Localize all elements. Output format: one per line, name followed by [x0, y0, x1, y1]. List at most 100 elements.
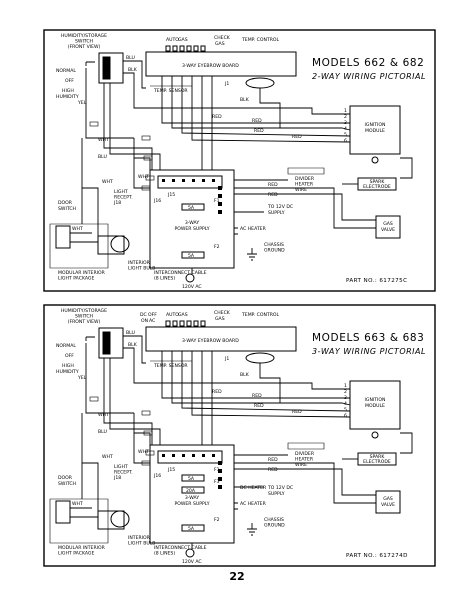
- humidity-switch: [98, 52, 124, 84]
- page-number: 22: [229, 570, 245, 583]
- ac-input-label: 120V AC: [182, 284, 202, 290]
- humidity-switch: [98, 327, 124, 359]
- wire-color-label: BLU: [126, 330, 135, 336]
- wire: [400, 432, 413, 454]
- ignition-terminal: 1: [344, 383, 347, 389]
- wire: [85, 61, 95, 66]
- ac-input-label: 120V AC: [182, 559, 202, 565]
- auto-label: AUTO: [166, 37, 179, 43]
- switch-dc-label: DC: [140, 312, 147, 318]
- wire: [181, 351, 351, 412]
- wire-color-label: RED: [212, 389, 222, 395]
- part-number: PART NO.: 617274D: [346, 553, 408, 559]
- light-receptacle-label: RECEPT.: [114, 470, 133, 476]
- wire: [123, 347, 350, 390]
- divider-heater-label: DIVIDER: [295, 451, 315, 457]
- diagram-title: MODELS 662 & 682: [312, 57, 424, 69]
- chassis-ground-label: CHASSIS: [264, 242, 284, 248]
- light-bulb-label: INTERIOR: [128, 260, 151, 266]
- fuse-f3-body: [181, 486, 205, 494]
- ignition-terminal: 6: [344, 138, 347, 144]
- light-bulb-label: INTERIOR: [128, 535, 151, 541]
- switch-ac-label: AC: [149, 318, 155, 324]
- temp-control-label: TEMP. CONTROL: [241, 312, 280, 318]
- wire: [171, 76, 351, 131]
- wire: [287, 167, 325, 175]
- switch-off-label: OFF: [65, 78, 74, 84]
- light-receptacle-label: J18: [113, 200, 121, 206]
- connector-pin: [212, 454, 215, 457]
- ignition-terminal: 2: [344, 114, 347, 120]
- connector-j16: J16: [153, 473, 161, 479]
- wire: [191, 76, 351, 143]
- inline-connector: [141, 410, 151, 416]
- ac-heater-label: AC HEATER: [240, 226, 267, 232]
- terminal: [218, 461, 222, 465]
- inline-connector: [141, 135, 151, 141]
- light-bulb: [110, 510, 130, 528]
- door-switch-label: DOOR: [58, 475, 73, 481]
- light-receptacle: [97, 235, 125, 255]
- inline-connector: [141, 460, 151, 466]
- eyebrow-board-label: 3-WAY EYEBROW BOARD: [182, 338, 239, 344]
- fuse-f1: F1: [214, 467, 220, 473]
- eyebrow-indicator: [172, 320, 178, 327]
- wire: [234, 187, 376, 229]
- divider-heater-label: WIRE: [295, 462, 307, 468]
- wire: [259, 88, 281, 128]
- board-connector: [245, 77, 275, 89]
- wire: [85, 343, 134, 414]
- eyebrow-indicator: [200, 320, 206, 327]
- diagram-title: MODELS 663 & 683: [312, 332, 424, 344]
- door-switch-label: SWITCH: [58, 206, 76, 212]
- wire-color-label: BLK: [240, 97, 250, 103]
- check-label: CHECK: [214, 310, 231, 316]
- humidity-switch-label: HUMIDITY/STORAGE: [61, 308, 107, 314]
- power-supply-label: POWER SUPPLY: [174, 226, 209, 232]
- wire-color-label: RED: [212, 114, 222, 120]
- inline-connector: [143, 430, 153, 436]
- terminal: [218, 485, 222, 489]
- switch-high-label: HIGH: [62, 363, 74, 369]
- wire-color-label: WHT: [138, 449, 149, 455]
- eyebrow-indicator: [186, 320, 192, 327]
- connector-pin: [202, 179, 205, 182]
- inline-connector: [143, 155, 153, 161]
- wire-color-label: BLU: [98, 429, 107, 435]
- wire: [400, 157, 413, 179]
- wire: [134, 432, 151, 445]
- wire-color-label: RED: [292, 134, 302, 140]
- wire: [161, 351, 350, 399]
- light-receptacle: [97, 510, 125, 530]
- wire-color-label: RED: [268, 182, 278, 188]
- connector-pin: [192, 179, 195, 182]
- eyebrow-board: [145, 51, 297, 77]
- spark-electrode-label: ELECTRODE: [363, 184, 391, 190]
- wire: [85, 68, 134, 139]
- door-switch-label: SWITCH: [58, 481, 76, 487]
- wire-color-label: RED: [252, 393, 262, 399]
- wire: [85, 336, 95, 341]
- eyebrow-indicator: [193, 320, 199, 327]
- divider-heater-label: DIVIDER: [295, 176, 315, 182]
- light-package-label: MODULAR INTERIOR: [58, 545, 106, 551]
- humidity-switch-label: SWITCH: [75, 314, 93, 320]
- wire: [259, 363, 281, 403]
- eyebrow-indicator: [179, 320, 185, 327]
- power-supply-label: 3-WAY: [185, 495, 199, 501]
- interconnect-label: INTERCONNECT CABLE: [154, 545, 207, 551]
- interconnect-label: (8 LINES): [154, 551, 175, 557]
- gas-label-2: GAS: [215, 41, 225, 47]
- wire-color-label: BLU: [98, 154, 107, 160]
- wire: [123, 60, 146, 89]
- wire-color-label: RED: [252, 118, 262, 124]
- gas-valve-label: VALVE: [381, 227, 395, 233]
- wire: [103, 358, 153, 445]
- wire-color-label: WHT: [102, 454, 113, 460]
- wire-color-label: BLK: [128, 342, 138, 348]
- wire: [161, 76, 350, 124]
- power-supply-label: POWER SUPPLY: [174, 501, 209, 507]
- light-receptacle-label: RECEPT.: [114, 195, 133, 201]
- inline-connector: [141, 185, 151, 191]
